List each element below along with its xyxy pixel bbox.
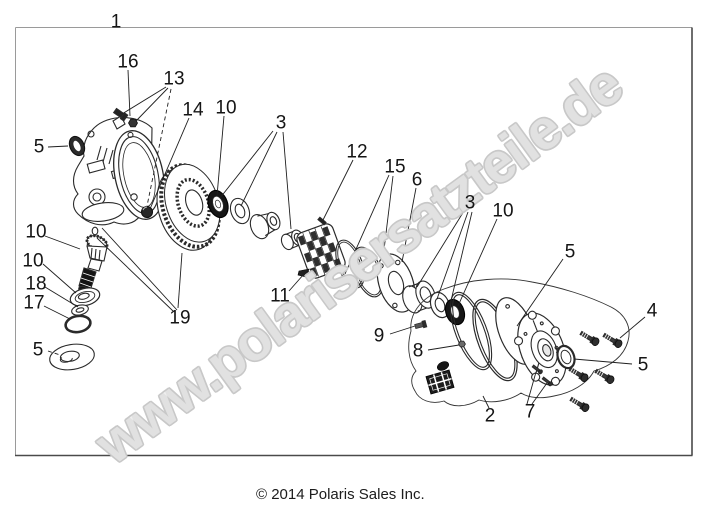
leader-line (322, 159, 354, 221)
drain-plug (140, 205, 154, 219)
leader-lines (42, 69, 646, 409)
spacer-bushing (249, 211, 281, 240)
leader-line (526, 371, 537, 405)
leader-line (416, 210, 465, 288)
seal-left (68, 135, 86, 157)
leader-line (42, 263, 77, 294)
leader-line (44, 235, 81, 250)
large-o-ring-1 (449, 291, 493, 371)
leader-line (177, 252, 183, 309)
dowel-pin (317, 216, 327, 226)
leader-line (619, 316, 646, 339)
leader-line (344, 174, 390, 275)
leader-line (101, 227, 178, 311)
housing-bolt (112, 107, 129, 122)
leader-line (531, 382, 548, 405)
leader-line (389, 325, 416, 335)
needle-cage-bearing (296, 223, 346, 279)
output-seal (207, 189, 229, 219)
leader-line (401, 187, 417, 263)
housing-nut (128, 118, 138, 128)
ring-gear (156, 163, 221, 251)
leader-line (240, 131, 278, 207)
rubber-plug (437, 361, 449, 371)
flange-nut (458, 340, 466, 348)
figure-border (15, 27, 693, 457)
leader-line (282, 131, 292, 230)
fitting-bolt (414, 319, 428, 330)
woodruff-key (297, 268, 310, 278)
cover-subassembly-outline (408, 278, 630, 407)
leader-line (382, 175, 394, 259)
leader-line (135, 87, 169, 122)
copyright-text: © 2014 Polaris Sales Inc. (256, 486, 425, 503)
leader-line (47, 350, 61, 356)
leader-line (427, 344, 460, 351)
leader-line (482, 395, 490, 409)
leader-line (47, 145, 69, 148)
dust-washer (49, 343, 95, 371)
leader-line (288, 273, 305, 292)
leader-line (573, 358, 633, 365)
leader-line (44, 286, 79, 308)
leader-line (516, 258, 564, 327)
pinion-shaft-assembly (78, 226, 109, 295)
breather-block (425, 369, 455, 395)
pinion-o-ring (64, 314, 92, 334)
washer-front (229, 197, 251, 225)
leader-line (127, 69, 131, 117)
leader-line (96, 237, 174, 312)
leader-line (457, 218, 498, 307)
leader-line (449, 211, 473, 306)
leader-line (219, 130, 274, 199)
leader-line (43, 305, 71, 320)
leader-line (436, 211, 469, 300)
gearcase-housing (72, 115, 165, 226)
leader-line (149, 117, 190, 210)
leader-line (121, 86, 167, 115)
leader-line (216, 115, 225, 197)
pinion-washer-large (69, 287, 101, 307)
leader-line (146, 88, 172, 207)
rear-cover-casting (513, 310, 568, 386)
